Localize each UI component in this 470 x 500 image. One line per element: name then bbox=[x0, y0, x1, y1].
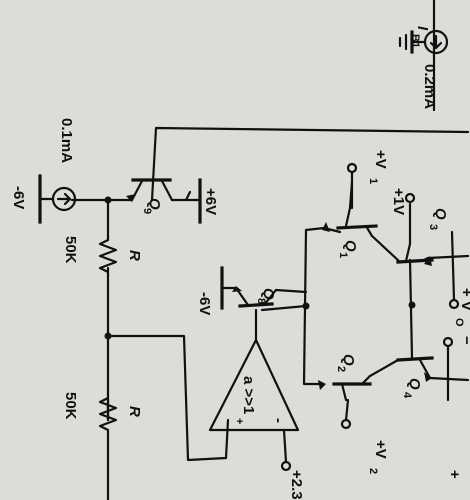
q3-label-sub: 3 bbox=[427, 224, 439, 230]
vplus1: +1V bbox=[390, 188, 407, 215]
vo-minus-terminal bbox=[442, 336, 454, 348]
node-dot bbox=[104, 332, 112, 340]
opamp bbox=[208, 308, 300, 472]
q1-label-sub: 1 bbox=[337, 252, 349, 258]
resistor-bottom bbox=[98, 396, 118, 500]
current-source-i9 bbox=[38, 174, 77, 224]
r-bottom-label: R bbox=[126, 406, 143, 417]
r-top-label: R bbox=[126, 250, 143, 261]
ib1-label-sub: B1 bbox=[409, 34, 421, 48]
v1-label-sub: 1 bbox=[367, 178, 379, 184]
bottom-right-mark: + bbox=[446, 470, 463, 479]
vo-label-sub: O bbox=[453, 318, 465, 327]
wires bbox=[70, 126, 470, 462]
v1-label: +V bbox=[372, 150, 389, 169]
vneg-q8: -6V bbox=[196, 292, 213, 315]
v2-label-sub: 2 bbox=[367, 468, 379, 474]
vplus23: +2.3V bbox=[288, 470, 305, 500]
transistor-q4 bbox=[396, 356, 434, 382]
ib1-label: I bbox=[414, 26, 431, 31]
resistor-top bbox=[98, 238, 118, 274]
q2-label: Q bbox=[340, 354, 357, 366]
r-bottom-value: 50K bbox=[62, 392, 79, 420]
transistor-q9 bbox=[126, 178, 202, 224]
q2-label-sub: 2 bbox=[335, 366, 347, 372]
i9-value: 0.1mA bbox=[58, 118, 75, 163]
v1-terminal bbox=[346, 162, 358, 174]
q9-label: Q bbox=[146, 198, 163, 210]
vo-plus-terminal bbox=[448, 298, 460, 310]
current-source-ib1 bbox=[398, 0, 449, 112]
q8-label-sub: 8 bbox=[255, 298, 267, 304]
vneg-left: -6V bbox=[10, 186, 27, 209]
vplus1-terminal bbox=[404, 192, 416, 204]
transistor-q1 bbox=[322, 206, 378, 238]
node-dot bbox=[302, 302, 310, 310]
transistor-q8 bbox=[220, 266, 308, 310]
q3-label: Q bbox=[432, 208, 449, 220]
vpos-q9: +6V bbox=[202, 188, 219, 215]
opamp-minus: - bbox=[270, 418, 287, 423]
vo-minus: − bbox=[458, 336, 470, 345]
transistor-q3 bbox=[396, 202, 434, 266]
v2-terminal bbox=[340, 418, 352, 430]
vo-label: + V bbox=[458, 288, 470, 311]
q8-label: Q bbox=[260, 288, 277, 300]
transistor-q2 bbox=[318, 374, 372, 402]
q9-label-sub: 9 bbox=[141, 208, 153, 214]
q4-label: Q bbox=[406, 378, 423, 390]
opamp-gain: a >>1 bbox=[240, 376, 257, 414]
node-dot bbox=[408, 301, 416, 309]
q4-label-sub: 4 bbox=[401, 392, 413, 399]
ib1-value: 0.2mA bbox=[421, 64, 438, 109]
opamp-plus: + bbox=[233, 418, 245, 424]
v2-label: +V bbox=[372, 440, 389, 459]
q1-label: Q bbox=[342, 240, 359, 252]
node-dot bbox=[104, 196, 112, 204]
r-top-value: 50K bbox=[62, 236, 79, 264]
